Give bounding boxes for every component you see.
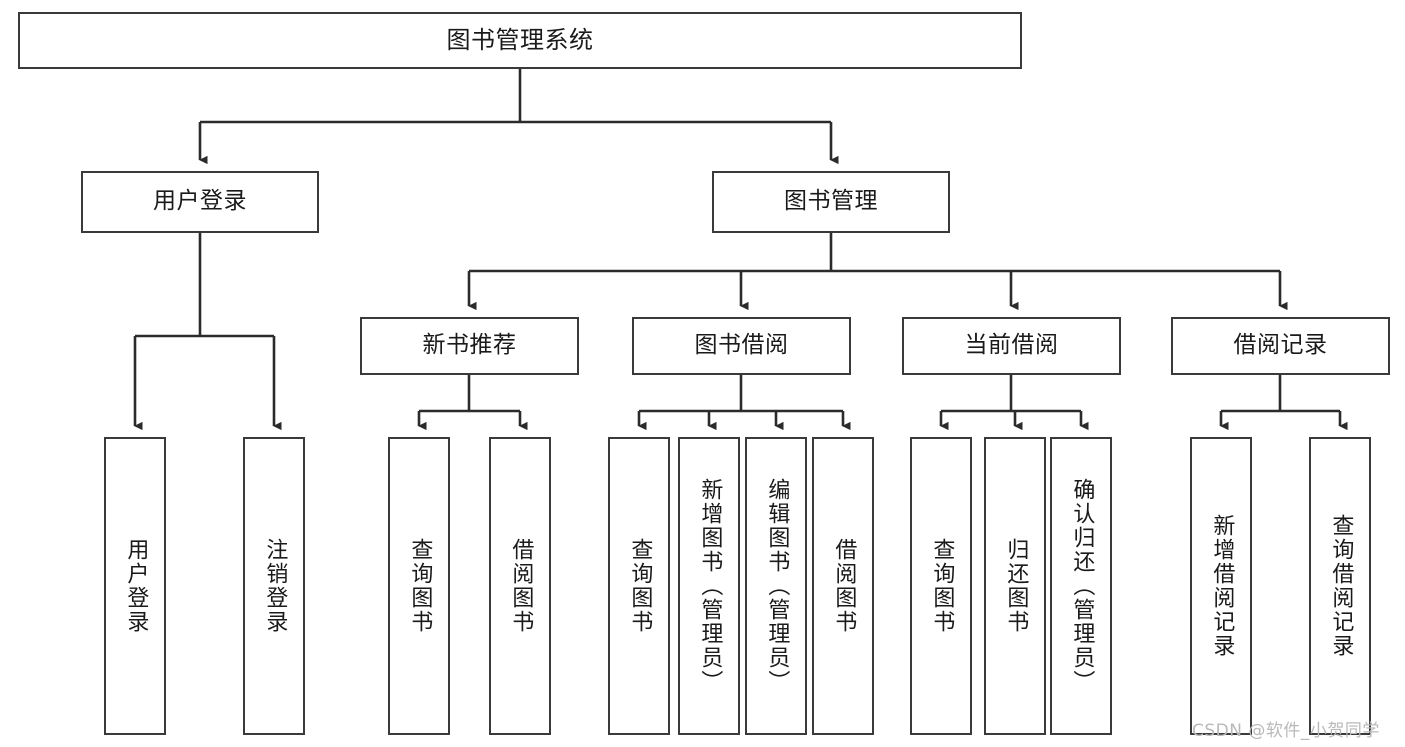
node-new-book-rec-label: 新书推荐 bbox=[422, 332, 517, 359]
node-book-manage-label: 图书管理 bbox=[784, 188, 878, 215]
node-leaf-borrow-book-1-label: 借阅图书 bbox=[508, 538, 534, 634]
node-leaf-query-book-3-label: 查询图书 bbox=[929, 538, 955, 634]
node-leaf-edit-book[interactable]: 编辑图书（管理员） bbox=[745, 437, 807, 735]
node-leaf-confirm-return-label: 确认归还（管理员） bbox=[1069, 478, 1095, 694]
node-root[interactable]: 图书管理系统 bbox=[18, 12, 1022, 69]
node-leaf-add-book[interactable]: 新增图书（管理员） bbox=[678, 437, 740, 735]
node-leaf-query-book-1[interactable]: 查询图书 bbox=[388, 437, 450, 735]
node-leaf-confirm-return[interactable]: 确认归还（管理员） bbox=[1050, 437, 1112, 735]
node-leaf-query-book-3[interactable]: 查询图书 bbox=[910, 437, 972, 735]
node-leaf-add-book-label: 新增图书（管理员） bbox=[697, 478, 723, 694]
node-root-label: 图书管理系统 bbox=[446, 26, 594, 55]
node-leaf-query-book-2[interactable]: 查询图书 bbox=[608, 437, 670, 735]
node-current-borrow-label: 当前借阅 bbox=[964, 332, 1059, 359]
node-leaf-return-book[interactable]: 归还图书 bbox=[984, 437, 1046, 735]
node-leaf-user-logout[interactable]: 注销登录 bbox=[243, 437, 305, 735]
node-leaf-borrow-book-2[interactable]: 借阅图书 bbox=[812, 437, 874, 735]
node-new-book-rec[interactable]: 新书推荐 bbox=[360, 317, 579, 375]
node-borrow-record[interactable]: 借阅记录 bbox=[1171, 317, 1390, 375]
node-leaf-add-record-label: 新增借阅记录 bbox=[1209, 514, 1235, 658]
node-leaf-query-book-1-label: 查询图书 bbox=[407, 538, 433, 634]
node-leaf-edit-book-label: 编辑图书（管理员） bbox=[764, 478, 790, 694]
node-leaf-borrow-book-1[interactable]: 借阅图书 bbox=[489, 437, 551, 735]
node-leaf-return-book-label: 归还图书 bbox=[1003, 538, 1029, 634]
node-book-borrow-label: 图书借阅 bbox=[694, 332, 789, 359]
node-leaf-user-login-label: 用户登录 bbox=[123, 538, 149, 634]
node-user-login[interactable]: 用户登录 bbox=[81, 171, 319, 233]
csdn-watermark: CSDN @软件_小贺同学 bbox=[1192, 721, 1380, 741]
node-book-manage[interactable]: 图书管理 bbox=[712, 171, 950, 233]
node-leaf-query-record[interactable]: 查询借阅记录 bbox=[1309, 437, 1371, 735]
node-leaf-query-record-label: 查询借阅记录 bbox=[1328, 514, 1354, 658]
node-current-borrow[interactable]: 当前借阅 bbox=[902, 317, 1121, 375]
node-leaf-borrow-book-2-label: 借阅图书 bbox=[831, 538, 857, 634]
node-leaf-user-login[interactable]: 用户登录 bbox=[104, 437, 166, 735]
node-leaf-user-logout-label: 注销登录 bbox=[262, 538, 288, 634]
node-leaf-add-record[interactable]: 新增借阅记录 bbox=[1190, 437, 1252, 735]
node-book-borrow[interactable]: 图书借阅 bbox=[632, 317, 851, 375]
node-borrow-record-label: 借阅记录 bbox=[1233, 332, 1328, 359]
node-user-login-label: 用户登录 bbox=[153, 188, 247, 215]
node-leaf-query-book-2-label: 查询图书 bbox=[627, 538, 653, 634]
